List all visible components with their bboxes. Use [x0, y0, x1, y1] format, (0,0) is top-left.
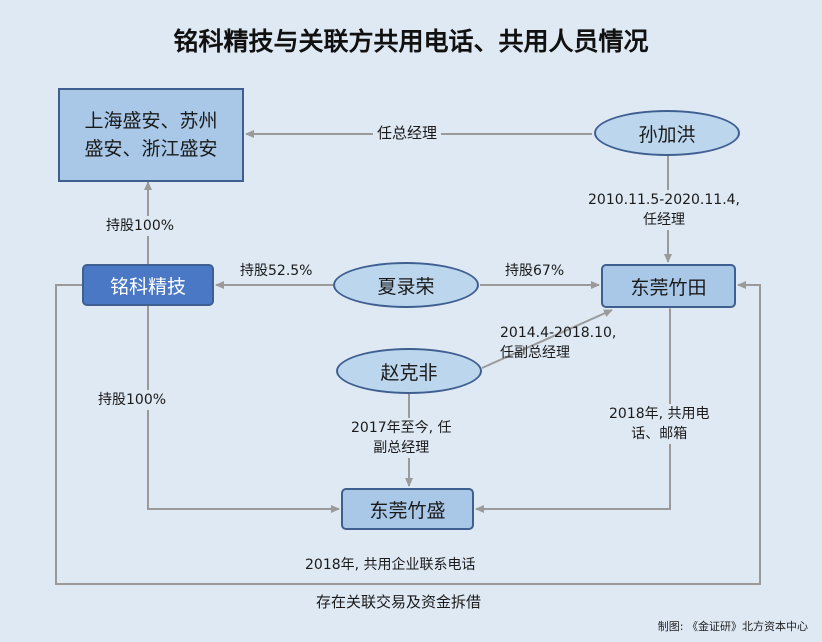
label-mingke-shanghai: 持股100% — [102, 216, 179, 236]
label-sun-zhutian-line1: 2010.11.5-2020.11.4, — [588, 192, 741, 208]
node-sun-jiahong: 孙加洪 — [594, 110, 740, 156]
node-shanghai-suzhou-zhejiang: 上海盛安、苏州 盛安、浙江盛安 — [58, 88, 244, 182]
node-shanghai-line1: 上海盛安、苏州 — [84, 110, 218, 132]
label-zhao-zhutian-line2: 任副总经理 — [500, 345, 570, 361]
credit-text: 制图: 《金证研》北方资本中心 — [657, 620, 808, 633]
label-zhutian-zhusheng-line1: 2018年, 共用电 — [609, 406, 710, 422]
label-zhao-zhusheng: 2017年至今, 任 副总经理 — [347, 418, 456, 458]
label-zhutian-zhusheng-line2: 话、邮箱 — [631, 426, 688, 442]
label-xia-mingke: 持股52.5% — [240, 263, 313, 279]
label-mingke-zhusheng: 持股100% — [94, 390, 171, 410]
label-xia-zhutian: 持股67% — [505, 263, 565, 279]
edge-outer-loop — [55, 281, 761, 585]
node-shanghai-line2: 盛安、浙江盛安 — [84, 138, 218, 160]
label-zhutian-zhusheng: 2018年, 共用电 话、邮箱 — [605, 404, 714, 444]
node-zhao-kefei: 赵克非 — [336, 348, 482, 394]
node-dongguan-zhusheng: 东莞竹盛 — [341, 488, 474, 530]
label-zhao-zhusheng-line1: 2017年至今, 任 — [351, 420, 452, 436]
edge-zhutian-zhusheng — [475, 301, 674, 513]
edge-mingke-zhusheng — [147, 306, 340, 513]
label-zhao-zhusheng-line2: 副总经理 — [373, 440, 430, 456]
page-title: 铭科精技与关联方共用电话、共用人员情况 — [173, 27, 649, 56]
label-zhao-zhutian-line1: 2014.4-2018.10, — [500, 325, 617, 341]
label-sun-shanghai: 任总经理 — [373, 123, 442, 143]
label-sun-zhutian-line2: 任经理 — [643, 212, 685, 228]
node-xia-lurong: 夏录荣 — [333, 262, 479, 308]
node-dongguan-zhutian: 东莞竹田 — [601, 264, 736, 308]
label-sun-zhutian: 2010.11.5-2020.11.4, 任经理 — [584, 190, 745, 230]
label-related-transactions: 存在关联交易及资金拆借 — [316, 593, 482, 611]
label-shared-phone: 2018年, 共用企业联系电话 — [305, 557, 476, 573]
node-mingke: 铭科精技 — [82, 264, 214, 306]
label-zhao-zhutian: 2014.4-2018.10, 任副总经理 — [500, 323, 616, 363]
